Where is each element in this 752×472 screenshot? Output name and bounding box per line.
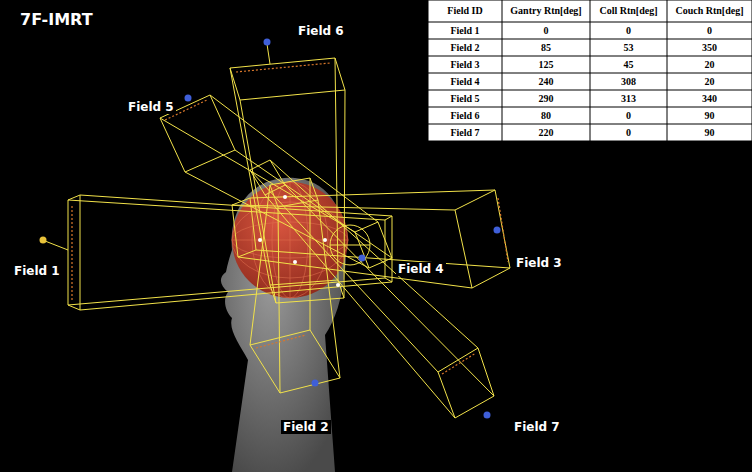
- table-cell: 125: [502, 56, 590, 73]
- table-cell: 53: [590, 39, 667, 56]
- table-cell: 0: [502, 22, 590, 39]
- table-cell: Field 3: [428, 56, 502, 73]
- field-label: Field 1: [12, 264, 62, 278]
- table-header: Field ID: [428, 0, 502, 22]
- table-cell: Field 7: [428, 124, 502, 141]
- diagram-title: 7F-IMRT: [20, 10, 93, 29]
- table-cell: Field 2: [428, 39, 502, 56]
- table-cell: 308: [590, 73, 667, 90]
- table-cell: 0: [590, 107, 667, 124]
- table-cell: 90: [667, 107, 752, 124]
- table-cell: Field 6: [428, 107, 502, 124]
- field-label: Field 4: [396, 262, 446, 276]
- table-cell: Field 4: [428, 73, 502, 90]
- table-cell: 240: [502, 73, 590, 90]
- table-cell: 0: [590, 22, 667, 39]
- table-cell: Field 5: [428, 90, 502, 107]
- parameter-table: [428, 0, 752, 141]
- table-cell: 313: [590, 90, 667, 107]
- table-cell: 85: [502, 39, 590, 56]
- field-label: Field 5: [126, 100, 176, 114]
- table-cell: 290: [502, 90, 590, 107]
- table-cell: 350: [667, 39, 752, 56]
- table-cell: Field 1: [428, 22, 502, 39]
- table-cell: 80: [502, 107, 590, 124]
- field-label: Field 2: [281, 420, 331, 434]
- table-header: Couch Rtn[deg]: [667, 0, 752, 22]
- table-cell: 0: [667, 22, 752, 39]
- table-cell: 340: [667, 90, 752, 107]
- table-cell: 0: [590, 124, 667, 141]
- isocenter-dots: [258, 195, 340, 287]
- field-label: Field 3: [514, 256, 564, 270]
- table-header: Gantry Rtn[deg]: [502, 0, 590, 22]
- table-cell: 20: [667, 56, 752, 73]
- table-header: Coll Rtn[deg]: [590, 0, 667, 22]
- table-cell: 220: [502, 124, 590, 141]
- field-label: Field 6: [296, 24, 346, 38]
- table-cell: 45: [590, 56, 667, 73]
- field-label: Field 7: [512, 420, 562, 434]
- table-cell: 20: [667, 73, 752, 90]
- table-cell: 90: [667, 124, 752, 141]
